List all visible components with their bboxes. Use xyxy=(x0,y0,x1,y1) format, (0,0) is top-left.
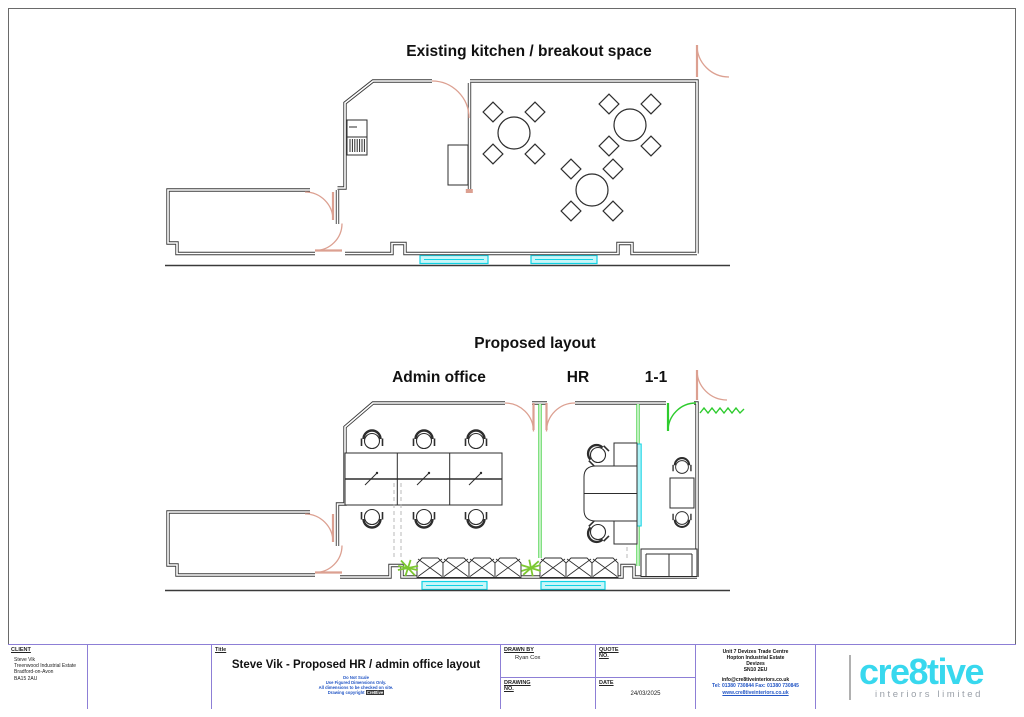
kitchen-appliance xyxy=(346,119,368,156)
lower-doors xyxy=(304,369,728,574)
drawn-by-row: DRAWN BY Ryan Cox xyxy=(501,645,595,677)
room-label-1-1: 1-1 xyxy=(644,369,668,386)
disclaimer-notes: Do Not Scale Use Figured Dimensions Only… xyxy=(318,675,394,695)
breakout-tables xyxy=(483,94,661,221)
title-label: Title xyxy=(215,647,227,653)
client-cell: CLIENT Steve Vik Treenwood Industrial Es… xyxy=(8,645,88,709)
drawing-title: Steve Vik - Proposed HR / admin office l… xyxy=(231,659,481,671)
quote-date-cell: QUOTE NO. DATE 24/03/2025 xyxy=(596,645,696,709)
upper-walls xyxy=(165,79,730,267)
new-partitions xyxy=(538,404,745,566)
drawn-by-value: Ryan Cox xyxy=(515,655,541,661)
upper-plan-title: Existing kitchen / breakout space xyxy=(406,43,652,60)
admin-desk-bank xyxy=(344,452,503,506)
logo-name: cre8tive xyxy=(858,650,985,692)
title-cell: Title Steve Vik - Proposed HR / admin of… xyxy=(212,645,501,709)
lower-plan xyxy=(165,369,745,592)
logo-cell: cre8tive interiors limited xyxy=(816,645,1016,709)
drawn-by-label: DRAWN BY xyxy=(504,647,534,653)
hr-desk xyxy=(581,438,638,549)
door-hinge-mark xyxy=(465,189,473,193)
upper-doors xyxy=(304,44,730,252)
client-address: Steve Vik Treenwood Industrial Estate Br… xyxy=(14,657,77,682)
spare-cell xyxy=(88,645,212,709)
company-email: info@cre8tiveinteriors.co.uk xyxy=(721,677,790,683)
company-phone: Tel: 01380 730844 Fax: 01380 730845 xyxy=(712,683,799,689)
date-value: 24/03/2025 xyxy=(630,690,661,697)
date-label: DATE xyxy=(599,679,614,686)
quote-no-row: QUOTE NO. xyxy=(596,645,695,677)
date-row: DATE 24/03/2025 xyxy=(596,676,695,710)
lower-plan-title: Proposed layout xyxy=(474,335,596,352)
drawn-drawing-cell: DRAWN BY Ryan Cox DRAWING NO. xyxy=(501,645,596,709)
low-cabinets xyxy=(416,557,619,578)
company-cell: Unit 7 Devizes Trade Centre Hopton Indus… xyxy=(696,645,816,709)
client-label: CLIENT xyxy=(11,647,31,653)
cre8tive-logo: cre8tive interiors limited xyxy=(848,650,985,700)
title-block: CLIENT Steve Vik Treenwood Industrial Es… xyxy=(8,644,1016,709)
sofa xyxy=(640,548,698,577)
lower-windows xyxy=(421,580,606,591)
logo-tagline: interiors limited xyxy=(874,688,984,700)
wall-board xyxy=(447,144,469,186)
company-info: Unit 7 Devizes Trade Centre Hopton Indus… xyxy=(696,645,815,696)
company-website[interactable]: www.cre8tiveinteriors.co.uk xyxy=(722,690,789,696)
copyright-highlight: Cre8tive xyxy=(365,690,385,695)
new-wall-hatch xyxy=(699,406,745,415)
quote-no-label: QUOTE NO. xyxy=(599,647,619,659)
room-label-admin-office: Admin office xyxy=(392,369,486,386)
room-label-hr: HR xyxy=(566,369,590,386)
drawing-no-label: DRAWING NO. xyxy=(504,679,531,692)
lower-walls xyxy=(165,401,730,592)
upper-plan xyxy=(165,44,730,267)
upper-windows xyxy=(419,254,598,265)
drawing-no-row: DRAWING NO. xyxy=(501,676,595,710)
one-to-one-table xyxy=(669,457,695,528)
